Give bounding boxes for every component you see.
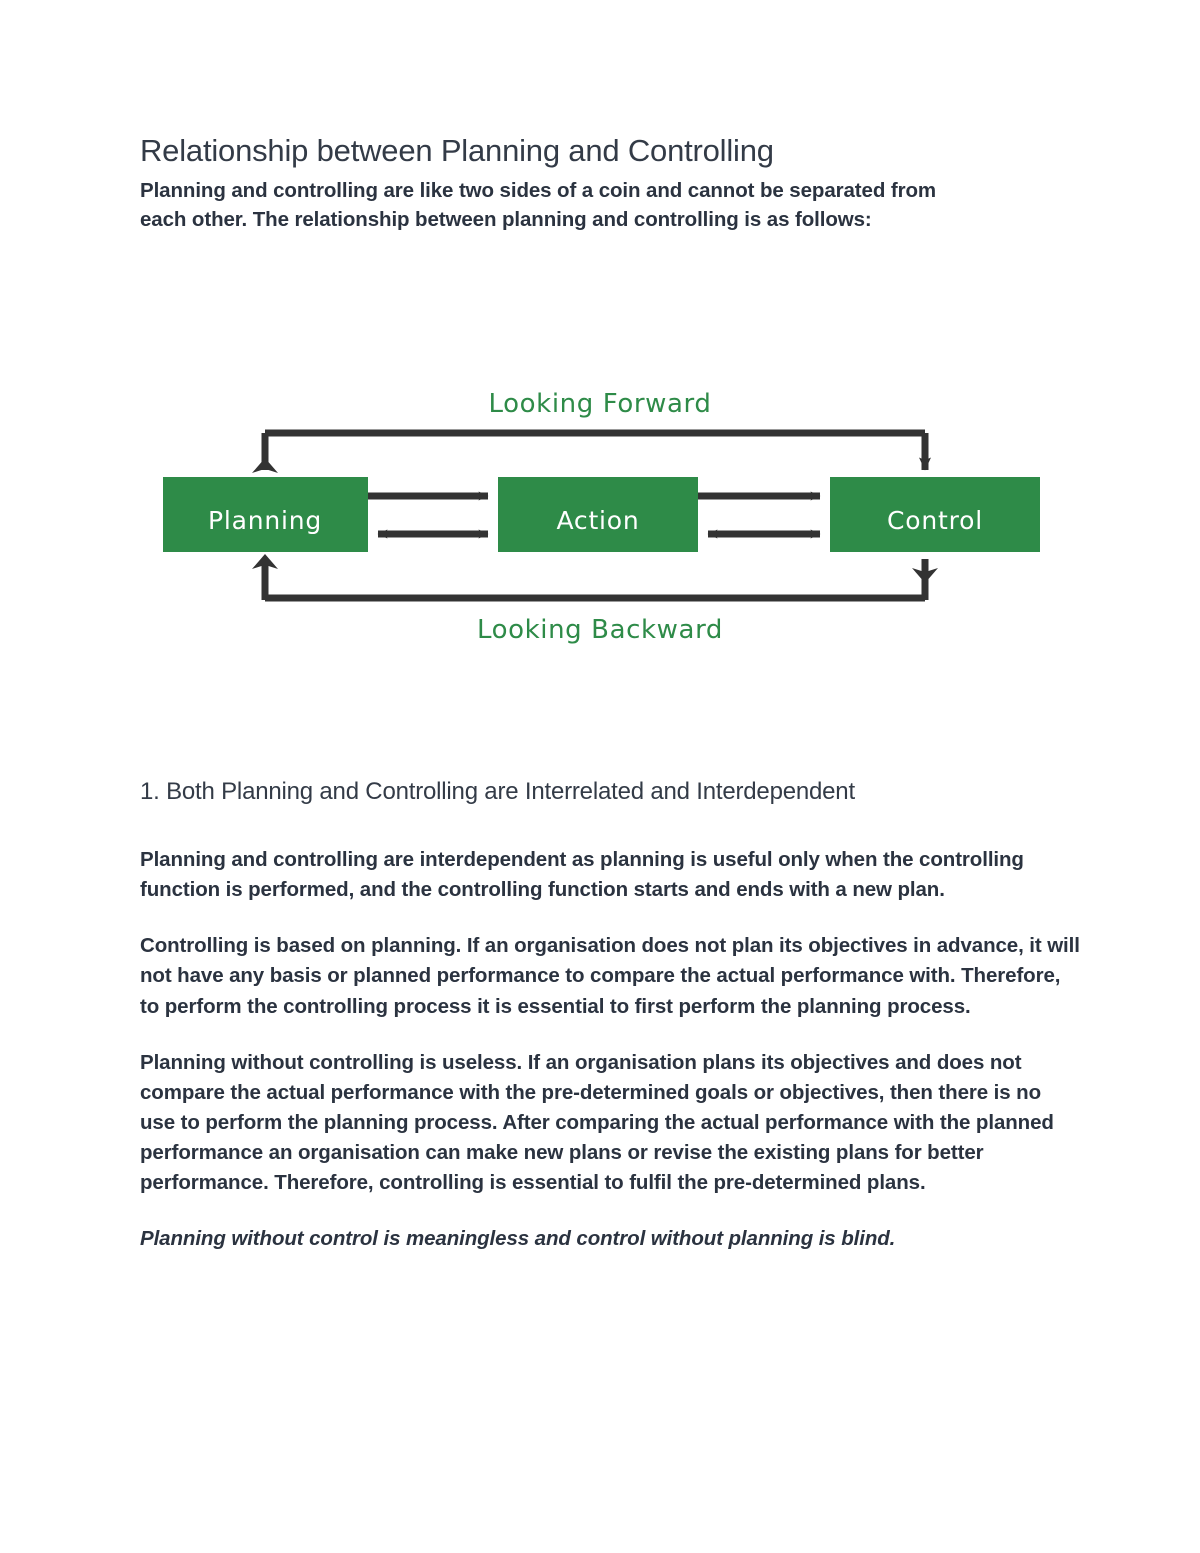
page-title: Relationship between Planning and Contro… bbox=[140, 133, 774, 168]
node-planning: Planning bbox=[163, 477, 368, 552]
node-action: Action bbox=[498, 477, 698, 552]
node-planning-box bbox=[163, 477, 368, 552]
node-control-label: Control bbox=[887, 506, 983, 535]
node-control: Control bbox=[830, 477, 1040, 552]
paragraph-1: Planning and controlling are interdepend… bbox=[140, 848, 1024, 902]
node-planning-label: Planning bbox=[208, 506, 322, 535]
node-control-box bbox=[830, 477, 1040, 552]
feedback-top-arrowhead-into-planning bbox=[252, 458, 278, 473]
node-action-label: Action bbox=[556, 506, 639, 535]
diagram-top-caption: Looking Forward bbox=[489, 389, 712, 419]
diagram-bottom-caption: Looking Backward bbox=[477, 615, 723, 645]
section-heading-1: 1. Both Planning and Controlling are Int… bbox=[140, 778, 855, 805]
body-content: Planning and controlling are interdepend… bbox=[140, 845, 1080, 1254]
feedback-bottom-arrowhead-from-control bbox=[912, 568, 938, 583]
closing-italic-statement: Planning without control is meaningless … bbox=[140, 1227, 896, 1251]
paragraph-2: Controlling is based on planning. If an … bbox=[140, 934, 1080, 1018]
node-action-box bbox=[498, 477, 698, 552]
feedback-bottom-arrowhead-into-planning bbox=[252, 554, 278, 569]
paragraph-3: Planning without controlling is useless.… bbox=[140, 1050, 1054, 1195]
intro-paragraph: Planning and controlling are like two si… bbox=[140, 178, 936, 232]
planning-controlling-diagram: Looking Forward Planning Action Control bbox=[140, 370, 1060, 660]
